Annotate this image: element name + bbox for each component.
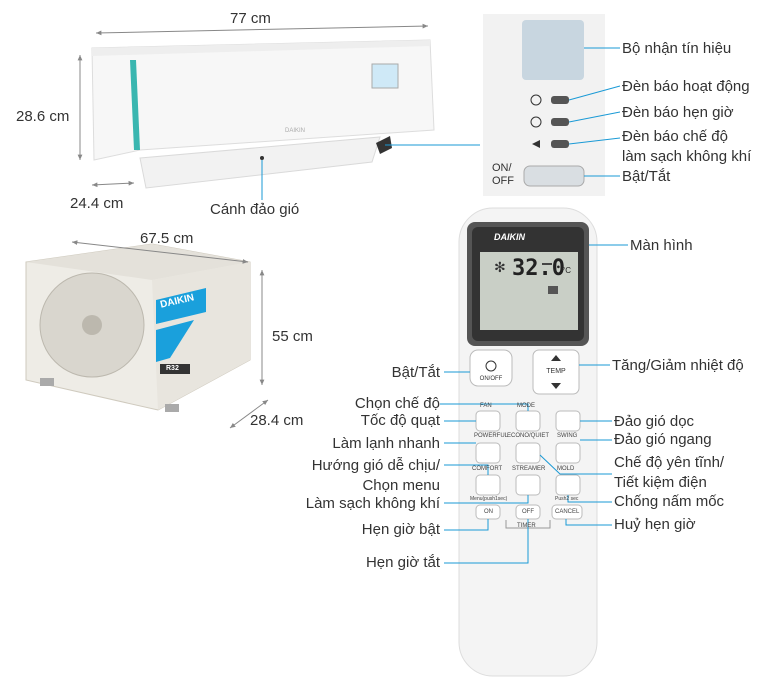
panel-on-text: ON/ [492,162,512,174]
mode-button[interactable] [515,410,541,432]
econo-caption: ECONO/QUIET [507,433,550,439]
outdoor-height-label: 55 cm [272,328,313,345]
mold-button[interactable] [555,474,581,496]
indoor-teal-strip [130,60,140,150]
power-icon [530,94,542,106]
lcd-temperature: 32.0 [512,256,565,281]
horizontal-swing-button[interactable] [555,442,581,464]
temp-down-icon [551,383,561,389]
timer-lamp [551,118,569,126]
remote-temp-button[interactable] [532,349,580,395]
remote-lcd [480,252,578,330]
temp-button-text: TEMP [546,368,566,375]
powerful-caption: POWERFUL [474,433,509,439]
timer-on-label: Hẹn giờ bật [361,521,440,538]
streamer-icon [532,140,540,148]
indoor-panel-detail [483,14,621,196]
outdoor-width-label: 67.5 cm [140,230,194,247]
comfort-caption: COMFORT [472,466,503,472]
remote-control: ✻ [458,207,598,677]
clean-lamp-label-2: làm sạch không khí [622,148,752,165]
outdoor-logo-panel [156,288,206,324]
swing-caption: SWING [557,433,578,439]
indoor-louver [139,136,381,189]
timer-off-label: Hẹn giờ tắt [365,554,440,571]
operation-lamp-label: Đèn báo hoạt động [622,78,750,95]
comfort-label-1: Hướng gió dễ chịu/ [311,457,440,474]
timer-cancel-button[interactable] [551,504,583,520]
clean-lamp-label-1: Đèn báo chế độ [622,128,728,145]
operation-lamp [551,96,569,104]
outdoor-depth-label: 28.4 cm [250,412,304,429]
onoff-label: Bật/Tắt [391,364,440,381]
indoor-depth-label: 24.4 cm [70,195,124,212]
menu-sec-caption: Menu(push1sec) [470,496,508,502]
fan-caption: FAN [480,403,492,409]
vertical-swing-label: Đảo gió dọc [614,413,695,430]
mode-label: Chọn chế độ [354,395,440,412]
streamer-caption: STREAMER [512,466,546,472]
outdoor-dimension-lines [71,240,269,429]
indoor-unit: DAIKIN [91,39,435,189]
signal-receiver [522,20,584,80]
vertical-swing-button[interactable] [555,410,581,432]
mold-caption: MOLD [557,466,575,472]
indoor-width-label: 77 cm [230,10,271,27]
comfort-button[interactable] [475,474,501,496]
lcd-unit: °C [562,266,571,275]
comfort-label-2: Chọn menu [362,477,440,494]
onoff-button-text: ON/OFF [479,376,503,382]
timer-on-caption: ON [484,509,493,515]
econo-quiet-button[interactable] [515,442,541,464]
indoor-height-label: 28.6 cm [16,108,70,125]
outdoor-unit [25,243,251,412]
louver-label: Cánh đảo gió [210,201,300,218]
clock-icon [530,116,542,128]
energy-label-icon [371,63,399,89]
timer-lamp-label: Đèn báo hẹn giờ [622,104,734,121]
quiet-label-2: Tiết kiệm điện [614,474,707,491]
horizontal-swing-label: Đảo gió ngang [614,431,712,448]
snowflake-icon: ✻ [494,260,506,276]
timer-caption: TIMER [517,523,536,529]
remote-buttons [475,410,583,529]
powerful-button[interactable] [475,442,501,464]
mold-label: Chống nấm mốc [614,493,725,510]
fan-button[interactable] [475,410,501,432]
temp-up-icon [551,355,561,361]
outdoor-blue-accent [156,320,194,362]
timer-cancel-label: Huỷ hẹn giờ [614,516,696,533]
r32-badge [160,364,190,374]
panel-onoff-label: Bật/Tắt [622,168,671,185]
temp-label: Tăng/Giảm nhiệt độ [612,357,744,374]
quiet-label-1: Chế độ yên tĩnh/ [614,454,725,471]
remote-onoff-button[interactable] [469,349,513,387]
panel-off-text: OFF [492,175,514,187]
powerful-label: Làm lạnh nhanh [332,435,440,452]
mode-caption: MODE [517,403,535,409]
remote-leader-lines [440,244,628,564]
screen-label: Màn hình [630,237,693,254]
lcd-fan-icon [548,286,558,294]
indoor-dimension-lines [77,23,480,200]
streamer-button[interactable] [515,474,541,496]
timer-off-caption: OFF [522,509,534,515]
push2sec-caption: Push2 sec [555,496,579,502]
remote-brand-logo: DAIKIN [494,232,525,242]
remote-power-icon [485,360,497,372]
streamer-label: Làm sạch không khí [305,495,440,512]
r32-badge-text: R32 [166,365,179,372]
timer-cancel-caption: CANCEL [555,509,580,515]
panel-onoff-button [523,165,585,187]
indoor-logo-mark: DAIKIN [285,128,305,134]
clean-lamp [551,140,569,148]
sensor-label: Bộ nhận tín hiệu [622,40,732,57]
fan-speed-label: Tốc độ quạt [360,412,440,429]
